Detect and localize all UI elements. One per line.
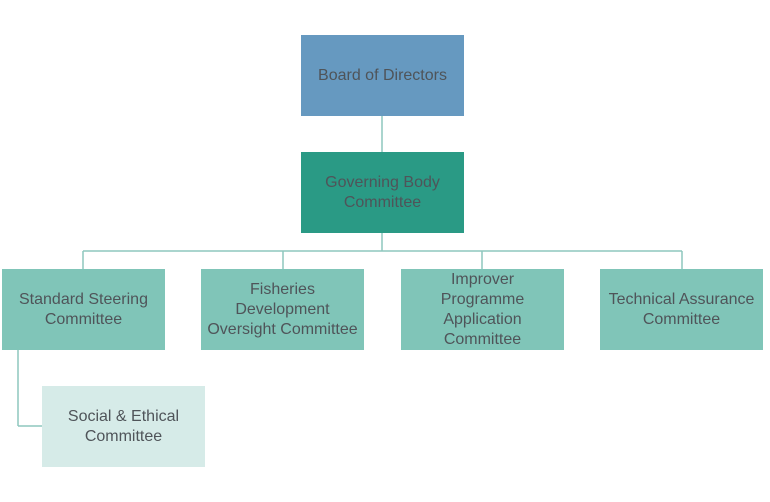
technical-assurance-committee-box: Technical Assurance Committee <box>600 269 763 350</box>
board-of-directors-label: Board of Directors <box>318 66 447 84</box>
fisheries-development-oversight-committee-label: Fisheries Development Oversight Committe… <box>207 280 358 338</box>
board-of-directors-box: Board of Directors <box>301 35 464 116</box>
standard-steering-committee-box: Standard Steering Committee <box>2 269 165 350</box>
social-ethical-committee-box: Social & Ethical Committee <box>42 386 205 467</box>
governing-body-committee-box: Governing Body Committee <box>301 152 464 233</box>
fisheries-development-oversight-committee-box: Fisheries Development Oversight Committe… <box>201 269 364 350</box>
technical-assurance-committee-label: Technical Assurance Committee <box>608 290 755 328</box>
improver-programme-application-committee-box: Improver Programme Application Committee <box>401 269 564 350</box>
governing-body-committee-label: Governing Body Committee <box>325 173 440 211</box>
standard-steering-committee-label: Standard Steering Committee <box>19 290 148 328</box>
social-ethical-committee-label: Social & Ethical Committee <box>67 407 180 445</box>
improver-programme-application-committee-label: Improver Programme Application Committee <box>440 270 525 348</box>
